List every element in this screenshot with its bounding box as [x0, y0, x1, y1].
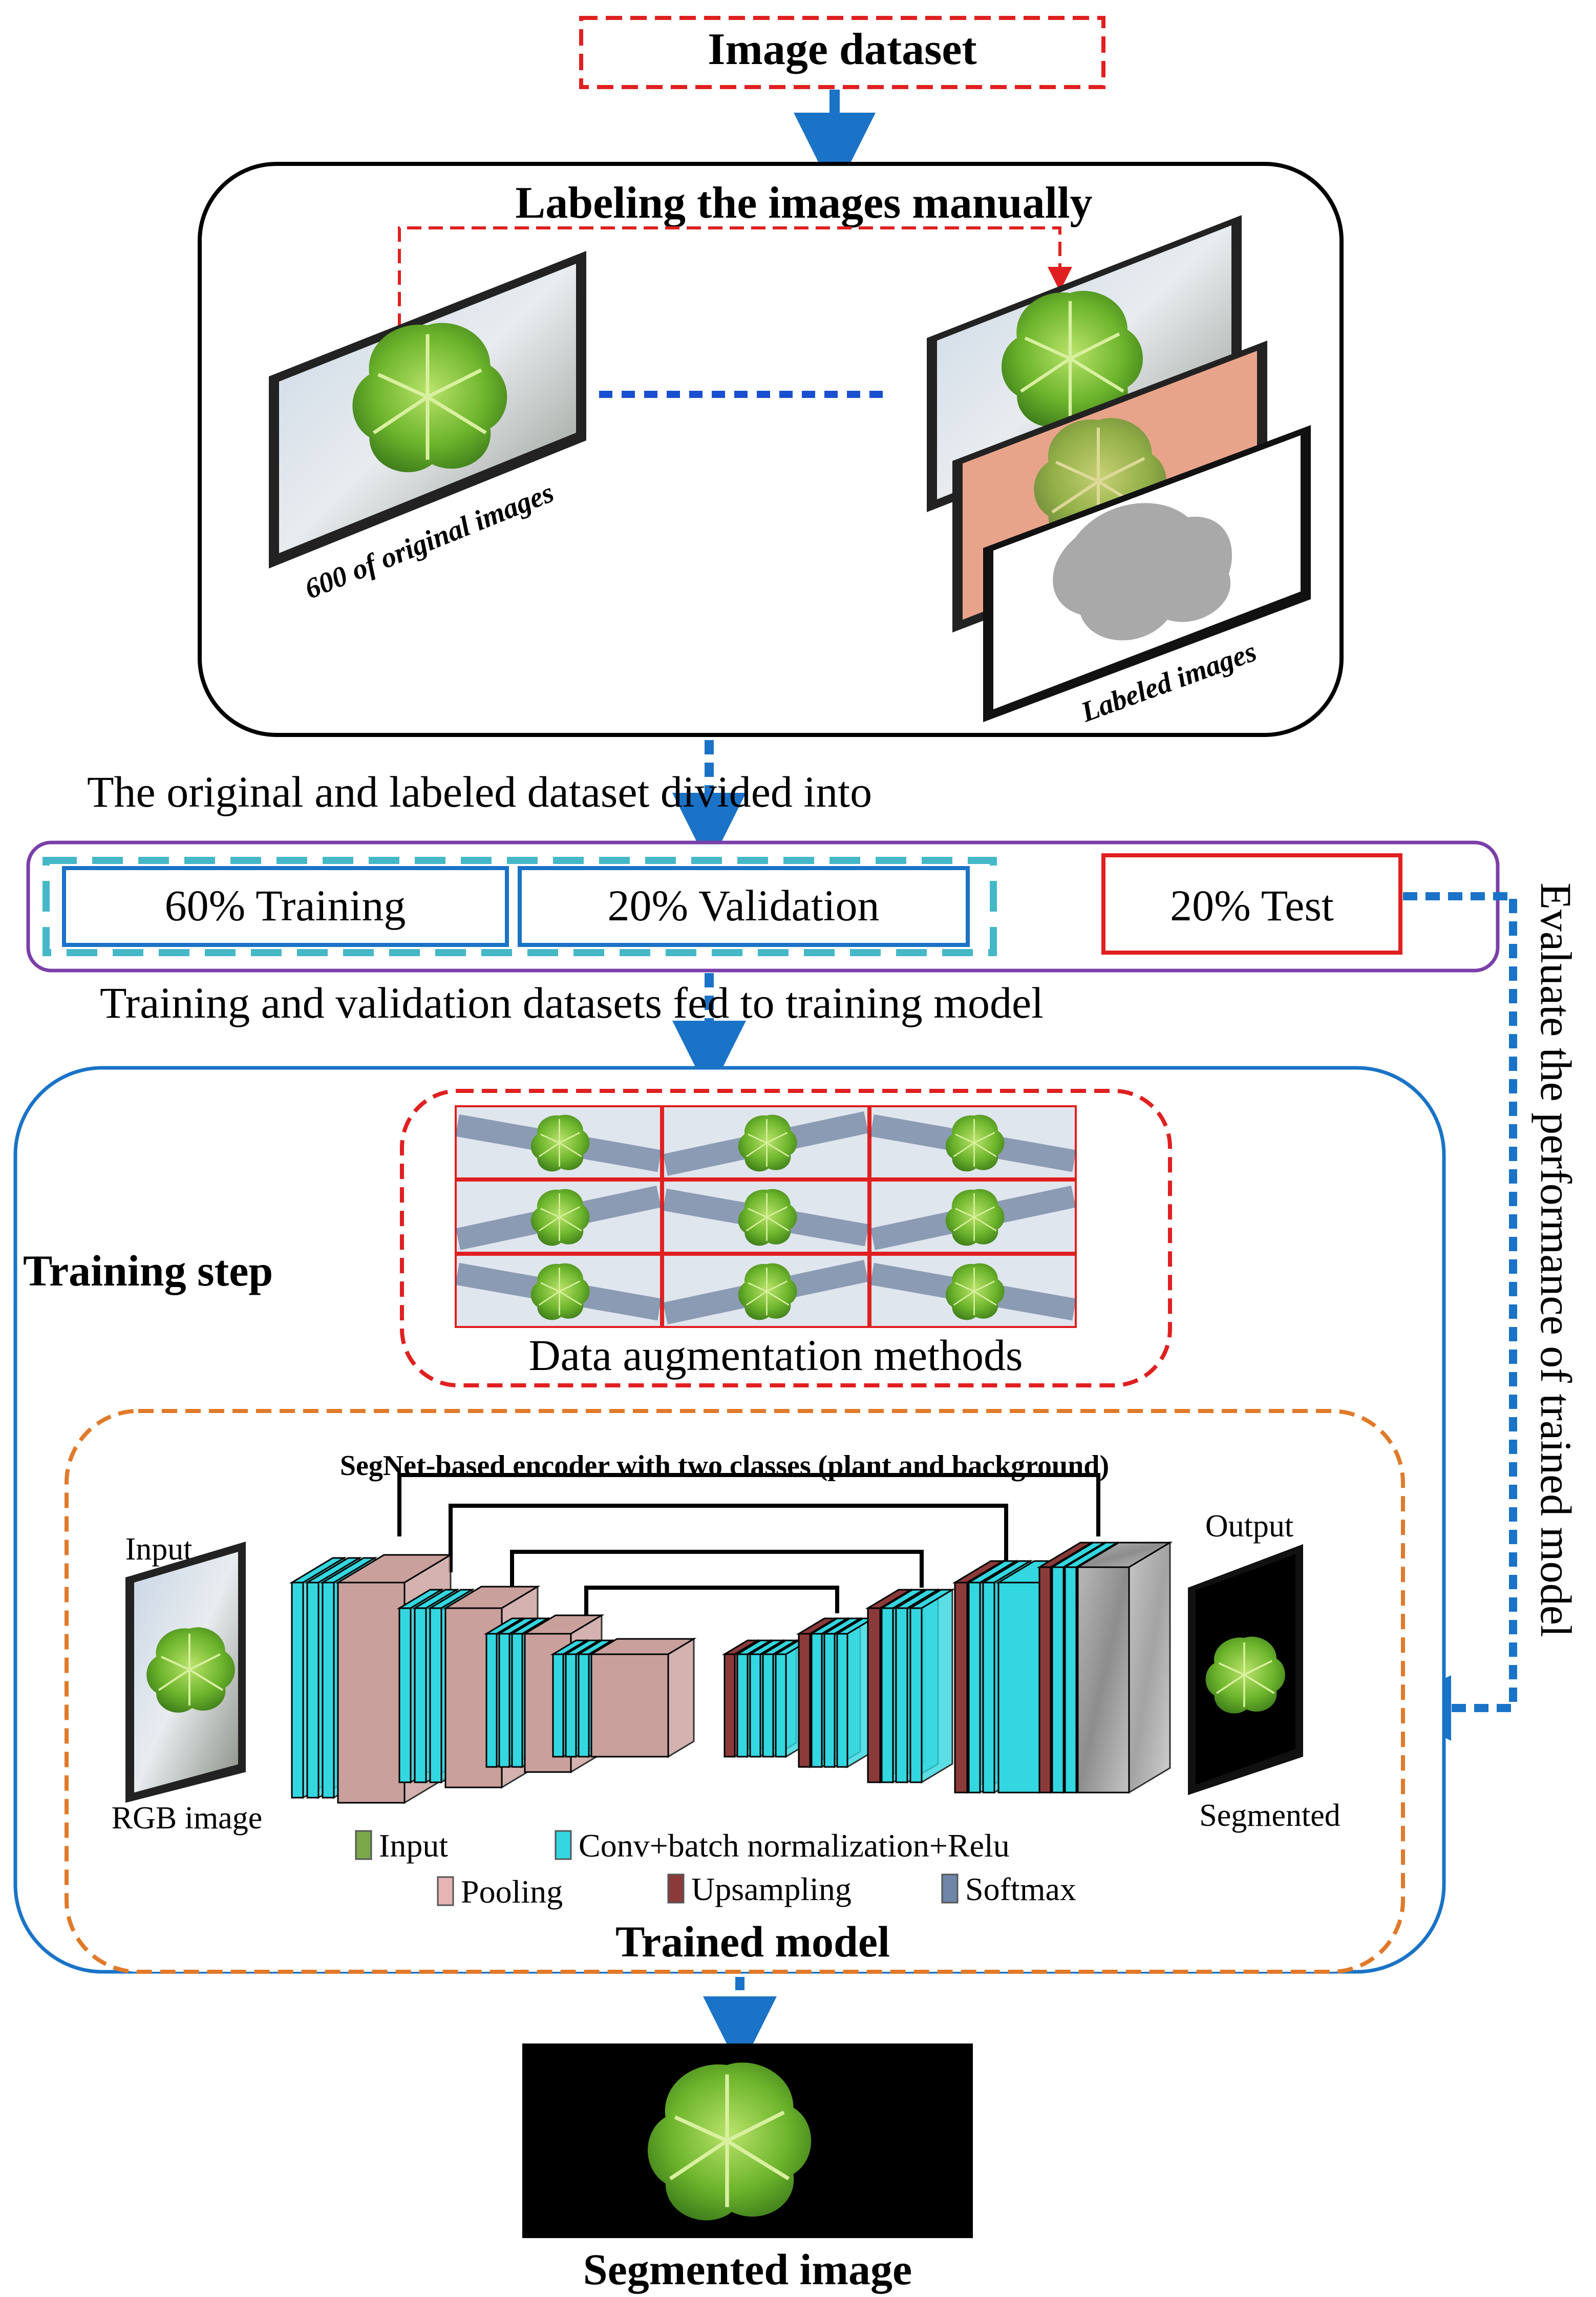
validation-split-label: 20% Validation	[607, 881, 879, 930]
legend-label: Input	[379, 1827, 448, 1864]
validation-split-box	[518, 866, 970, 947]
evaluate-caption: Evaluate the performance of trained mode…	[1531, 882, 1581, 1637]
augmentation-group: Data augmentation methods	[400, 1089, 1172, 1387]
legend-label: Softmax	[965, 1871, 1076, 1907]
rgb-input-image	[125, 1542, 246, 1803]
image-dataset-box: Image dataset	[579, 16, 1105, 89]
trained-model-label: Trained model	[615, 1917, 890, 1966]
segnet-layers	[289, 1541, 1173, 1804]
train-validation-group	[42, 857, 997, 956]
augmentation-tile	[869, 1254, 1077, 1328]
legend-item: Softmax	[941, 1871, 1076, 1907]
augmentation-tile	[455, 1179, 662, 1254]
augmentation-tile	[455, 1254, 662, 1328]
network-layer	[588, 1637, 697, 1758]
training-split-box	[62, 866, 509, 947]
segnet-group: SegNet-based encoder with two classes (p…	[65, 1409, 1405, 1974]
legend-label: Pooling	[461, 1873, 563, 1910]
augmentation-grid	[455, 1105, 1077, 1328]
skip-connections	[397, 1473, 1100, 1618]
augmentation-tile	[662, 1105, 869, 1179]
fed-caption: Training and validation datasets fed to …	[100, 978, 1044, 1027]
augmentation-tile	[455, 1105, 662, 1179]
legend-label: Conv+batch normalization+Relu	[579, 1827, 1010, 1864]
segmented-result-image	[522, 2043, 973, 2238]
test-split-label: 20% Test	[1170, 881, 1334, 930]
segmented-output-image	[1188, 1544, 1303, 1795]
segnet-legend: Input Conv+batch normalization+ReluPoolin…	[355, 1827, 1076, 1910]
legend-item: Pooling	[437, 1873, 563, 1910]
augmentation-tile	[869, 1179, 1077, 1254]
legend-item: Input	[355, 1827, 448, 1864]
output-label: Output	[1205, 1509, 1293, 1544]
rgb-image-label: RGB image	[112, 1801, 262, 1836]
augmentation-tile	[662, 1179, 869, 1254]
training-step-label: Training step	[23, 1246, 273, 1295]
augmentation-tile	[662, 1254, 869, 1328]
network-layer	[1075, 1541, 1173, 1794]
evaluate-dashed-arrow	[1386, 892, 1517, 1741]
training-panel: Training step Data augmentation methods …	[13, 1066, 1446, 1974]
augmentation-caption: Data augmentation methods	[529, 1331, 1023, 1380]
legend-label: Upsampling	[691, 1871, 852, 1907]
labeling-dashed-arrow	[398, 226, 1072, 328]
training-split-label: 60% Training	[165, 881, 406, 930]
segmented-image-caption: Segmented image	[583, 2245, 912, 2294]
legend-item: Upsampling	[667, 1871, 852, 1907]
labeling-panel: Labeling the images manually 600 of orig…	[198, 162, 1344, 737]
test-split-box	[1101, 853, 1402, 955]
legend-item: Conv+batch normalization+Relu	[555, 1827, 1010, 1864]
network-layer	[907, 1588, 955, 1784]
split-panel: 60% Training 20% Validation 20% Test	[26, 840, 1500, 973]
segmented-label: Segmented	[1199, 1798, 1340, 1833]
labeling-heading: Labeling the images manually	[516, 178, 1093, 228]
augmentation-tile	[869, 1105, 1077, 1179]
image-dataset-title: Image dataset	[708, 25, 976, 74]
split-intro-text: The original and labeled dataset divided…	[87, 767, 872, 816]
